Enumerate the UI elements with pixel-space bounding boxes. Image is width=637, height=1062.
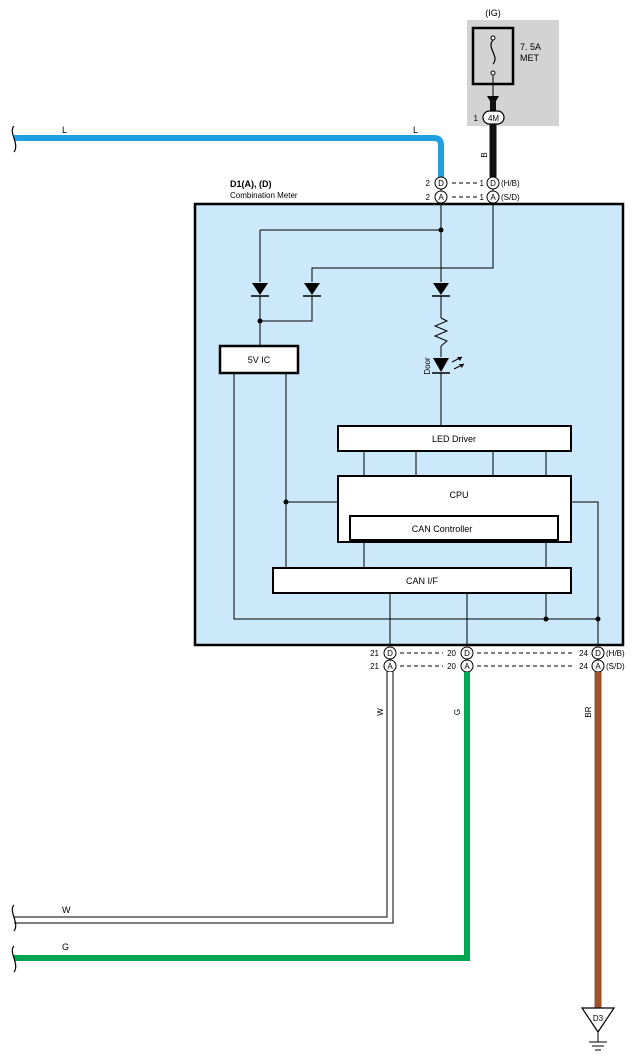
wire-l — [14, 135, 444, 177]
pin-number: 20 — [447, 649, 456, 658]
wire-w-label-left: W — [62, 905, 71, 915]
connector-id: A — [595, 662, 601, 671]
pin-number: 2 — [426, 193, 431, 202]
door-led-label: Door — [423, 357, 432, 375]
variant-label: (S/D) — [501, 193, 520, 202]
meter-connector-title: D1(A), (D) — [230, 179, 272, 189]
wire-b-label: B — [480, 152, 489, 157]
wire-w-label-vertical: W — [376, 708, 385, 716]
can-if-label: CAN I/F — [406, 576, 439, 586]
junction-dot — [438, 227, 444, 233]
can-controller-label: CAN Controller — [412, 524, 473, 534]
resistor-icon — [433, 317, 449, 347]
pin-number: 2 — [426, 179, 431, 188]
led-driver-label: LED Driver — [432, 434, 476, 444]
connector-id: A — [490, 193, 496, 202]
cpu-label: CPU — [449, 490, 468, 500]
wire-break-icon — [11, 945, 17, 973]
door-led-icon — [432, 356, 465, 374]
bottom-connector-row-1: 21 D 20 D 24 D (H/B) — [370, 646, 625, 660]
wire-g — [14, 672, 470, 961]
wire-g-label-left: G — [62, 942, 69, 952]
pin-number: 24 — [579, 662, 588, 671]
connector-id: D — [438, 179, 444, 188]
wire-break-icon — [11, 904, 17, 932]
connector-4m-label: 4M — [488, 114, 499, 123]
ground-label: D3 — [593, 1014, 604, 1023]
wire-l-label-right: L — [413, 125, 418, 135]
junction-dot — [283, 499, 289, 505]
connector-id: A — [387, 662, 393, 671]
connector-circle — [383, 646, 397, 660]
5v-ic-block — [218, 344, 300, 375]
connector-id: A — [438, 193, 444, 202]
bottom-connector-row-2: 21 A 20 A 24 A (S/D) — [370, 659, 625, 673]
wire-g-label-vertical: G — [453, 709, 462, 715]
connector-id: D — [387, 649, 393, 658]
pin-number: 21 — [370, 662, 379, 671]
diode-icon — [251, 283, 269, 297]
variant-label: (H/B) — [501, 179, 520, 188]
connector-circle — [591, 646, 605, 660]
junction-dot — [257, 318, 263, 324]
diode-icon — [303, 283, 321, 297]
junction-dot — [543, 616, 549, 622]
pin-number: 1 — [480, 179, 485, 188]
top-connector-row-1: 2 D 1 D (H/B) — [426, 176, 520, 190]
connector-id: D — [464, 649, 470, 658]
wire-w — [14, 672, 394, 924]
can-if-block — [272, 567, 572, 594]
led-driver-block — [337, 425, 572, 452]
meter-name: Combination Meter — [230, 191, 298, 200]
diode-icon — [432, 283, 450, 297]
pin-number: 1 — [480, 193, 485, 202]
can-controller-block — [349, 515, 559, 541]
5v-ic-label: 5V IC — [248, 355, 271, 365]
connector-id: D — [595, 649, 601, 658]
connector-circle — [460, 646, 474, 660]
wire-break-icon — [11, 125, 17, 153]
fuse-rating: 7. 5A — [520, 42, 541, 52]
connector-id: A — [464, 662, 470, 671]
fuse-source: (IG) — [485, 8, 501, 18]
top-connector-row-2: 2 A 1 A (S/D) — [426, 190, 520, 204]
connector-4m-pin: 1 — [474, 114, 479, 123]
variant-label: (H/B) — [606, 649, 625, 658]
wire-l-label-left: L — [62, 125, 67, 135]
pin-number: 24 — [579, 649, 588, 658]
wire-br-label-vertical: BR — [584, 706, 593, 717]
ground-icon — [580, 1007, 616, 1051]
fuse-name: MET — [520, 53, 540, 63]
variant-label: (S/D) — [606, 662, 625, 671]
junction-dot — [595, 616, 601, 622]
meter-internal-wiring — [233, 203, 599, 646]
pin-number: 20 — [447, 662, 456, 671]
connector-id: D — [490, 179, 496, 188]
fuse-icon — [490, 35, 496, 96]
pin-number: 21 — [370, 649, 379, 658]
